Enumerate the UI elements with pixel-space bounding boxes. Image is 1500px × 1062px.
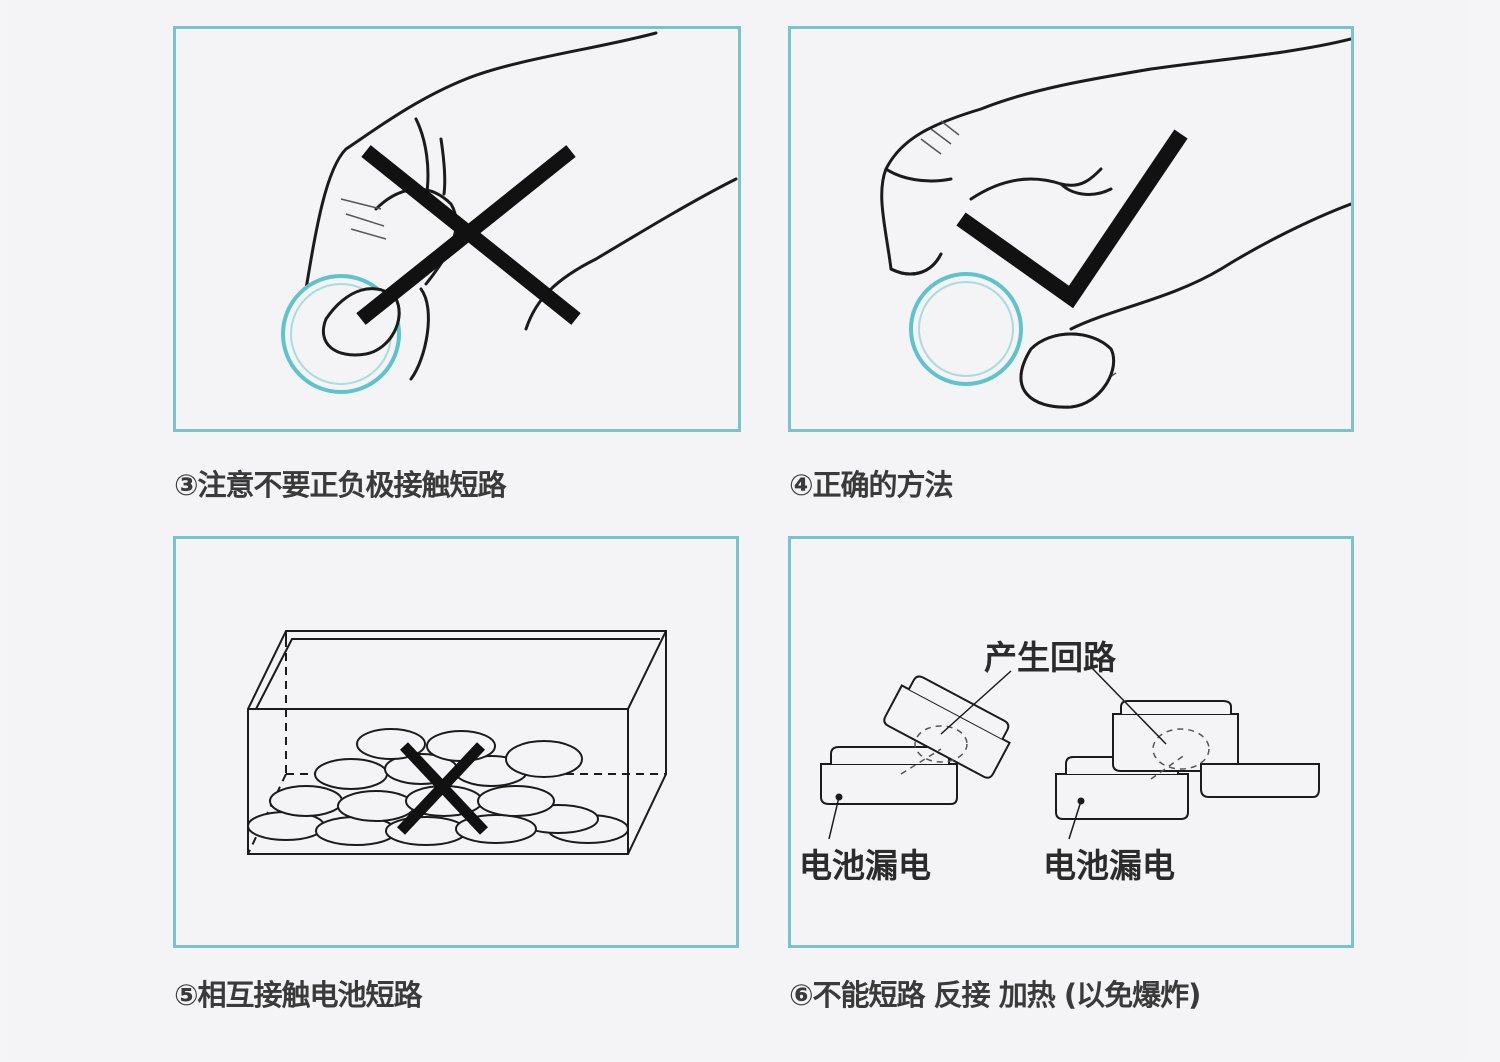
panel-batteries-touching [173,536,739,948]
panel-6-caption: ⑥不能短路 反接 加热 (以免爆炸) [789,978,1201,1012]
circuit-label: 产生回路 [984,638,1117,677]
leakage-label-right: 电池漏电 [1043,846,1175,885]
instruction-sheet: ③注意不要正负极接触短路 ④正确的方 [8,0,1466,1060]
hand-holding-battery-correct-illustration [880,37,1351,409]
panel-3-caption: ③注意不要正负极接触短路 [174,468,507,502]
panel-correct-method [788,26,1354,432]
box-of-loose-batteries-illustration [247,630,667,855]
hand-holding-battery-wrong-illustration [281,31,738,394]
panel-4-caption: ④正确的方法 [789,468,954,502]
panel-5-caption: ⑤相互接触电池短路 [174,978,423,1012]
cross-mark-icon [356,145,581,325]
cross-mark-icon [396,742,489,835]
leakage-label-left: 电池漏电 [799,846,931,885]
panel-no-short-circuit [173,26,741,432]
panel-circuit-leakage: 产生回路 电池漏电 电池漏电 [788,536,1354,948]
stacked-batteries-leakage-illustration: 产生回路 电池漏电 电池漏电 [799,638,1320,885]
check-mark-icon [956,129,1188,309]
